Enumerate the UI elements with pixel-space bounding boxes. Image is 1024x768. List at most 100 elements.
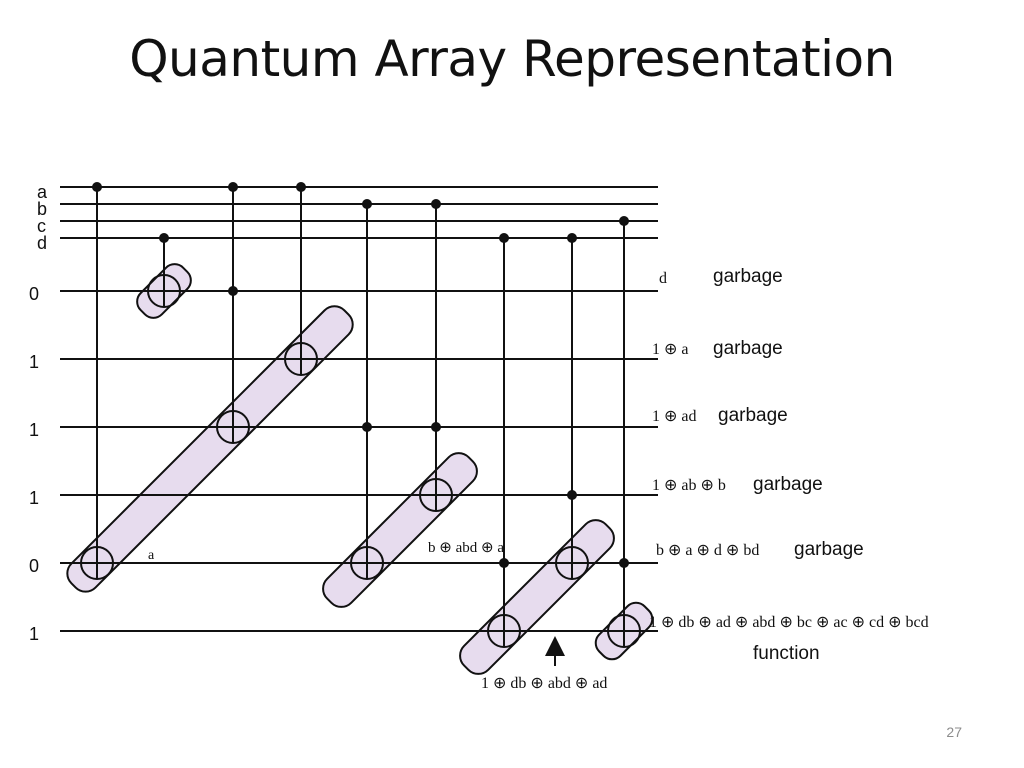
- bottom-term: 1: [481, 675, 489, 692]
- output-term: bcd: [905, 614, 928, 631]
- output-term: ad: [716, 614, 731, 631]
- control-dot: [567, 490, 577, 500]
- control-dots: [92, 182, 629, 568]
- control-dot: [228, 286, 238, 296]
- ancilla-label-4: 0: [29, 556, 39, 576]
- xor-symbol: ⊕: [668, 542, 685, 559]
- output-expr-2: 1 ⊕ ad: [652, 408, 697, 425]
- output-expr-3: 1 ⊕ ab ⊕ b: [652, 477, 726, 494]
- page-number: 27: [946, 724, 962, 740]
- output-expr-1: 1 ⊕ a: [652, 341, 689, 358]
- output-note-2: garbage: [718, 405, 788, 426]
- output-term: abd: [752, 614, 775, 631]
- gate-capsule-g2: [66, 305, 354, 593]
- output-term: a: [681, 341, 688, 358]
- output-note-4: garbage: [794, 539, 864, 560]
- control-dot: [619, 558, 629, 568]
- xor-symbol: ⊕: [575, 675, 592, 692]
- xor-target-icon: [147, 274, 181, 308]
- input-labels: a b c d 0 1 1 1 0 1: [29, 182, 48, 644]
- xor-symbol: ⊕: [701, 477, 718, 494]
- control-dot: [296, 182, 306, 192]
- xor-symbol: ⊕: [439, 540, 455, 556]
- xor-symbol: ⊕: [816, 614, 833, 631]
- xor-symbol: ⊕: [852, 614, 869, 631]
- intermediate-label-a: a: [148, 548, 155, 563]
- xor-symbol: ⊕: [697, 542, 714, 559]
- xor-targets: [80, 274, 641, 648]
- gate-capsule-g4: [459, 519, 615, 675]
- xor-symbol: ⊕: [779, 614, 796, 631]
- output-term: ad: [681, 408, 696, 425]
- gate-group-2: [66, 305, 354, 593]
- control-dot: [499, 558, 509, 568]
- output-term: cd: [869, 614, 884, 631]
- xor-target-icon: [555, 546, 589, 580]
- ancilla-label-3: 1: [29, 488, 39, 508]
- gate-capsule-g3: [322, 452, 478, 608]
- xor-target-icon: [284, 342, 318, 376]
- output-note-1: garbage: [713, 338, 783, 359]
- xor-symbol: ⊕: [530, 675, 547, 692]
- xor-target-icon: [80, 546, 114, 580]
- ancilla-label-2: 1: [29, 420, 39, 440]
- xor-target-icon: [419, 478, 453, 512]
- output-term: db: [678, 614, 694, 631]
- output-term: 1: [652, 341, 660, 358]
- control-dot: [228, 182, 238, 192]
- xor-target-icon: [487, 614, 521, 648]
- xor-symbol: ⊕: [664, 477, 681, 494]
- output-expr-0: d: [659, 270, 667, 287]
- bottom-expression: 1 ⊕ db ⊕ abd ⊕ ad: [481, 675, 607, 692]
- bottom-term: ad: [592, 675, 607, 692]
- output-note-5: function: [753, 643, 820, 664]
- bottom-term: db: [510, 675, 526, 692]
- input-label-d: d: [37, 233, 47, 253]
- xor-target-icon: [216, 410, 250, 444]
- slide-title: Quantum Array Representation: [129, 30, 895, 88]
- mid-term: abd: [456, 540, 478, 556]
- mid-expression: b ⊕ abd ⊕ a: [428, 540, 504, 556]
- output-term: 1: [652, 408, 660, 425]
- wires: [60, 186, 658, 632]
- input-label-a: a: [37, 182, 48, 202]
- control-dot: [619, 216, 629, 226]
- output-expr-4: b ⊕ a ⊕ d ⊕ bd: [656, 542, 759, 559]
- output-term: bd: [743, 542, 759, 559]
- output-term: d: [714, 542, 722, 559]
- control-dot: [362, 199, 372, 209]
- ancilla-label-5: 1: [29, 624, 39, 644]
- control-dot: [431, 422, 441, 432]
- control-dot: [567, 233, 577, 243]
- output-term: b: [656, 542, 664, 559]
- output-term: d: [659, 270, 667, 287]
- ancilla-label-1: 1: [29, 352, 39, 372]
- control-lines: [96, 187, 625, 615]
- xor-symbol: ⊕: [481, 540, 497, 556]
- control-dot: [431, 199, 441, 209]
- gate-group-4: [459, 519, 615, 675]
- outputs: d garbage 1 ⊕ a garbage 1 ⊕ ad garbage 1…: [649, 266, 929, 664]
- xor-symbol: ⊕: [726, 542, 743, 559]
- xor-target-icon: [350, 546, 384, 580]
- mid-term: a: [497, 540, 504, 556]
- xor-symbol: ⊕: [698, 614, 715, 631]
- xor-symbol: ⊕: [493, 675, 510, 692]
- xor-symbol: ⊕: [888, 614, 905, 631]
- output-term: b: [718, 477, 726, 494]
- output-note-3: garbage: [753, 474, 823, 495]
- control-dot: [499, 233, 509, 243]
- output-term: bc: [797, 614, 812, 631]
- ancilla-label-0: 0: [29, 284, 39, 304]
- annotations: a b ⊕ abd ⊕ a 1 ⊕ db ⊕ abd ⊕ ad: [148, 540, 607, 692]
- output-term: ab: [681, 477, 696, 494]
- output-term: ac: [833, 614, 847, 631]
- xor-target-icon: [607, 614, 641, 648]
- xor-symbol: ⊕: [661, 614, 678, 631]
- output-expr-5: 1 ⊕ db ⊕ ad ⊕ abd ⊕ bc ⊕ ac ⊕ cd ⊕ bcd: [649, 614, 929, 631]
- output-term: a: [685, 542, 692, 559]
- output-note-0: garbage: [713, 266, 783, 287]
- control-dot: [362, 422, 372, 432]
